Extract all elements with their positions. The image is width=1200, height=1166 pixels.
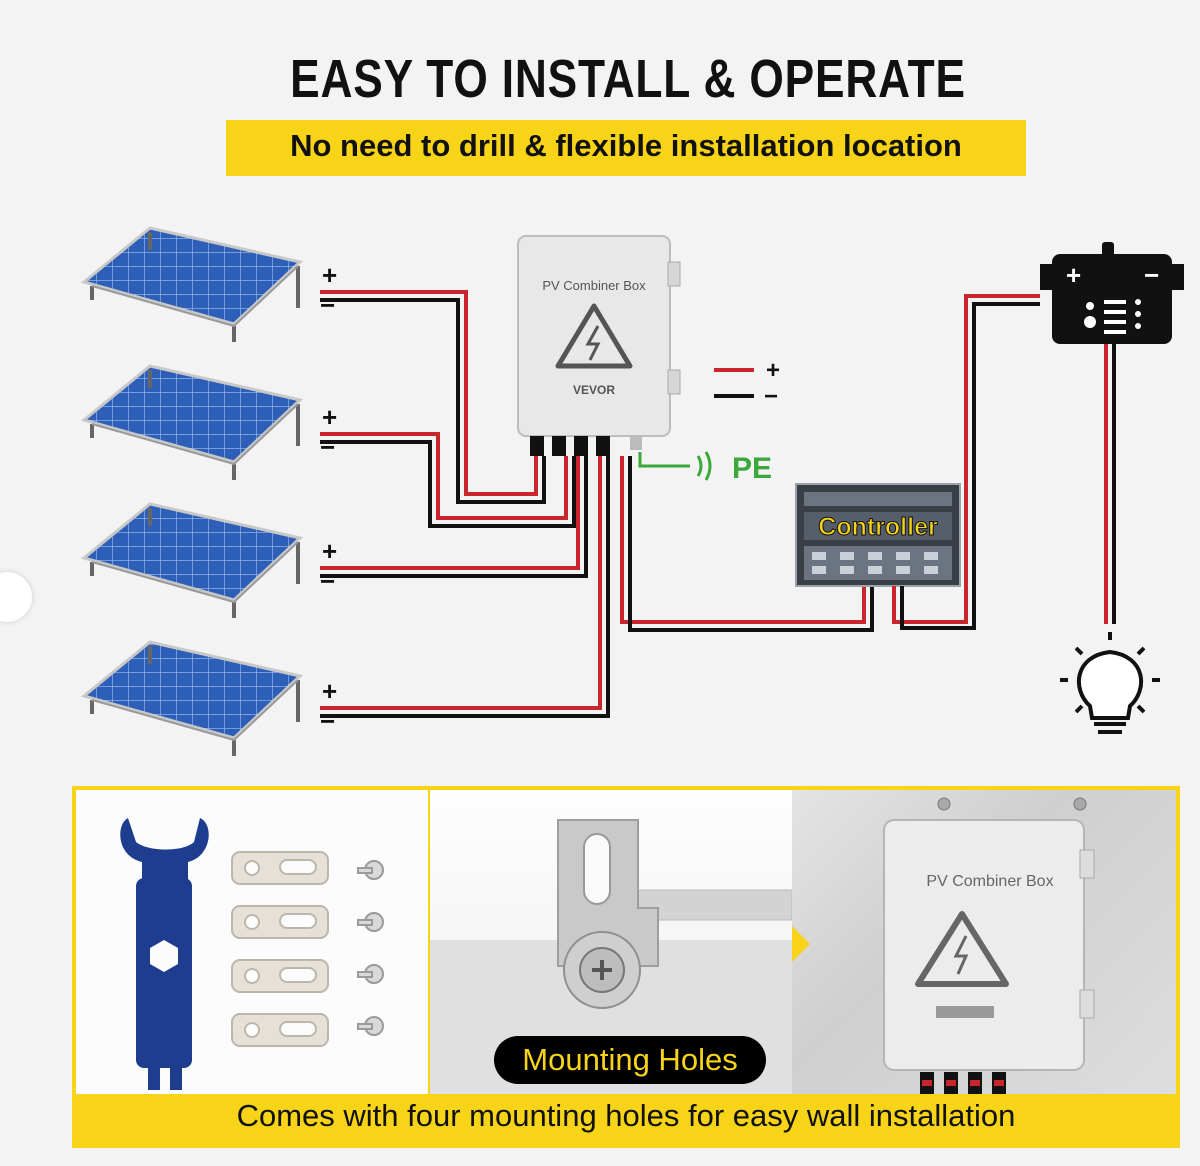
wrench-icon — [120, 818, 209, 1090]
caption-banner — [76, 1094, 1176, 1144]
wire-combiner-to-controller — [620, 456, 874, 632]
svg-text:−: − — [320, 290, 335, 320]
solar-panel-2 — [80, 364, 304, 480]
svg-text:+: + — [322, 260, 337, 290]
wire-legend: + − — [714, 357, 780, 410]
wall-mounted-box-photo: PV Combiner Box — [792, 790, 1176, 1100]
page-title: EASY TO INSTALL & OPERATE — [290, 49, 966, 109]
accessories-illustration — [120, 818, 384, 1090]
wire-controller-to-battery — [892, 294, 1040, 630]
battery-minus: − — [1144, 260, 1159, 290]
legend-minus: − — [764, 383, 778, 410]
mounting-bracket-icon — [231, 851, 329, 1047]
svg-text:−: − — [320, 432, 335, 462]
battery-plus: + — [1066, 260, 1081, 290]
combiner-box: PV Combiner Box VEVOR — [517, 235, 681, 456]
controller-label: Controller — [818, 513, 938, 541]
combiner-box-brand: VEVOR — [573, 383, 615, 397]
accessories-panel: PV Combiner Box Mounting Holes Comes wit… — [72, 786, 1180, 1148]
panel-polarity-3: + − — [320, 536, 337, 596]
panel-caption: Comes with four mounting holes for easy … — [236, 1098, 1016, 1133]
legend-plus: + — [766, 357, 780, 384]
combiner-box-label: PV Combiner Box — [542, 278, 646, 293]
wires-panels-to-combiner — [320, 290, 610, 718]
svg-text:+: + — [322, 402, 337, 432]
panel-arrow — [792, 926, 810, 962]
screw-icon — [357, 860, 384, 1036]
pe-label: PE — [732, 452, 772, 485]
subtitle-banner — [226, 120, 1026, 176]
panel-polarity-4: + − — [320, 676, 337, 736]
svg-text:+: + — [322, 536, 337, 566]
wall-box-label: PV Combiner Box — [926, 873, 1053, 890]
light-bulb-icon — [1060, 632, 1160, 734]
panel-polarity-2: + − — [320, 402, 337, 462]
warning-icon — [915, 911, 1009, 987]
battery: + − — [1040, 242, 1184, 344]
controller: Controller — [795, 483, 961, 587]
panel-polarity-1: + − — [320, 260, 337, 320]
wiring-diagram: + − + − + − + − — [80, 226, 1184, 756]
svg-text:−: − — [320, 566, 335, 596]
solar-panel-3 — [80, 502, 304, 618]
svg-text:−: − — [320, 706, 335, 736]
solar-panel-1 — [80, 226, 304, 342]
svg-text:+: + — [322, 676, 337, 706]
pe-ground: PE — [638, 451, 772, 485]
page-subtitle: No need to drill & flexible installation… — [290, 128, 962, 163]
mounting-holes-badge: Mounting Holes — [494, 1036, 766, 1084]
solar-panel-4 — [80, 640, 304, 756]
wall-box-illustration: PV Combiner Box — [883, 797, 1095, 1100]
wire-battery-to-bulb — [1104, 344, 1116, 624]
accessories-photo — [76, 790, 430, 1100]
